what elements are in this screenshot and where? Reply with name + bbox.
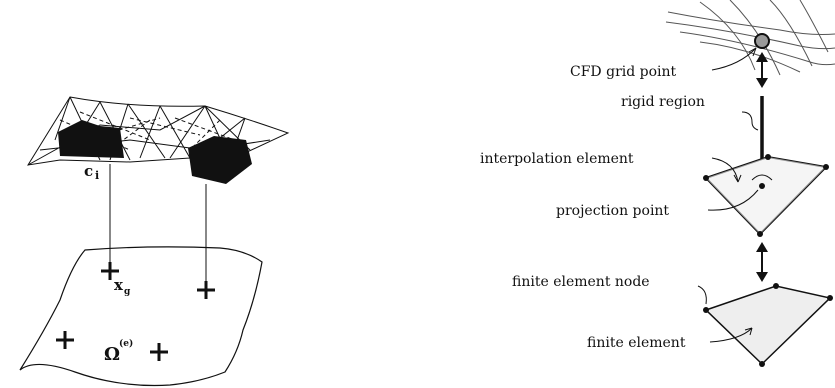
label-interpolation-element: interpolation element [480, 151, 634, 167]
gauss-label: x [114, 276, 124, 294]
gauss-plus-3 [56, 331, 74, 349]
right-angle-mark [751, 174, 773, 181]
domain-superscript: (e) [119, 338, 133, 349]
patch-left [58, 120, 124, 158]
gauss-subscript: g [124, 287, 131, 297]
cfd-grid-point [754, 33, 770, 49]
finite-element-leader [709, 327, 753, 343]
label-cfd-grid-point: CFD grid point [570, 64, 677, 80]
gauss-plus-1 [101, 262, 119, 280]
interpolation-element-leader [711, 157, 739, 183]
projection-point [759, 183, 765, 189]
patch-right [188, 136, 252, 184]
label-projection-point: projection point [556, 203, 669, 219]
centroid-subscript: i [95, 169, 99, 182]
rigid-region-leader [741, 111, 759, 131]
interpolation-shading [706, 157, 826, 234]
left-panel: c i x g Ω (e) [19, 96, 290, 387]
cfd-grid-point-leader [711, 47, 757, 71]
label-finite-element: finite element [587, 335, 686, 351]
centroid-label: c [84, 162, 93, 180]
gauss-point-markers [56, 262, 215, 361]
domain-symbol: Ω [104, 344, 120, 365]
gauss-plus-4 [150, 343, 168, 361]
finite-element [704, 285, 832, 366]
projection-point-leader [707, 189, 759, 211]
label-rigid-region: rigid region [621, 94, 705, 110]
finite-element-node-leader [697, 285, 707, 305]
structure-surface [19, 246, 263, 387]
right-panel: CFD grid point rigid region interpolatio… [480, 0, 835, 367]
cfd-grid [665, 0, 835, 76]
gauss-plus-2 [197, 281, 215, 299]
label-finite-element-node: finite element node [512, 274, 650, 290]
